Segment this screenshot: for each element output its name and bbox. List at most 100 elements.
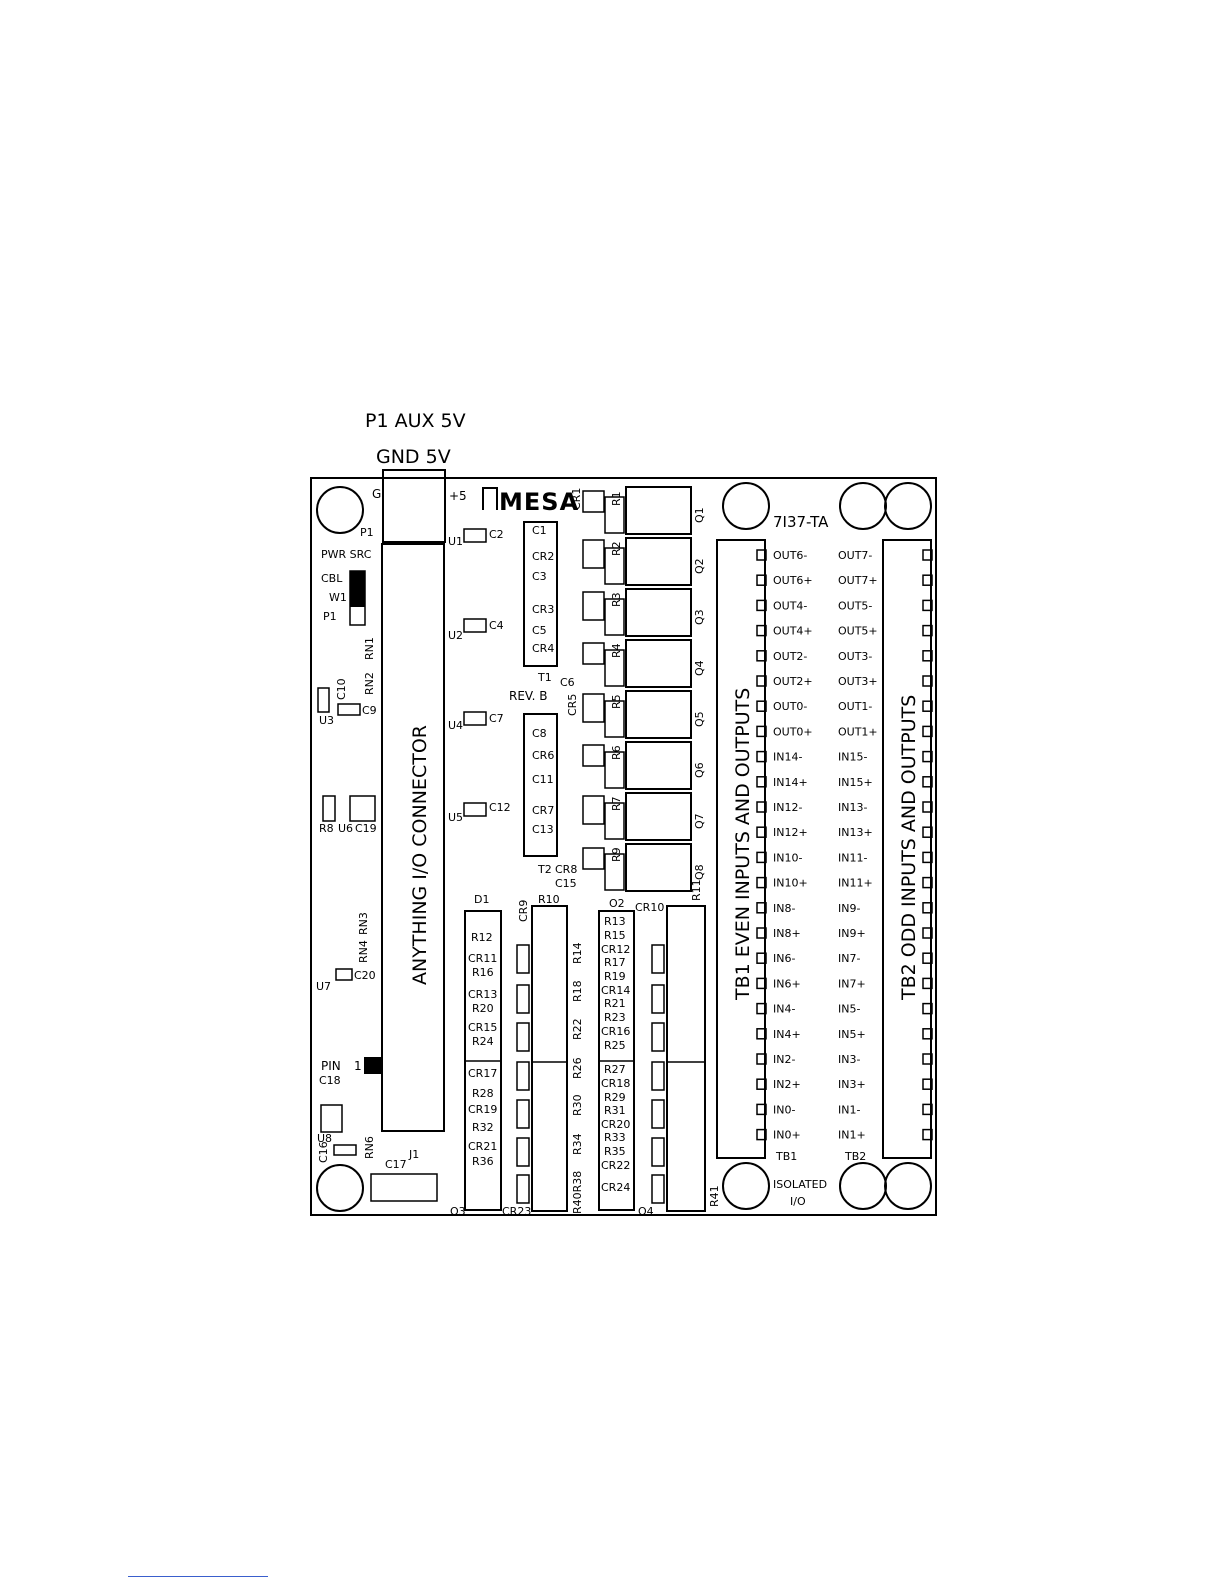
board-model: 7I37-TA [773, 513, 829, 531]
svg-text:Q2: Q2 [693, 558, 706, 574]
io-label: I/O [790, 1195, 806, 1208]
svg-text:CR15: CR15 [468, 1021, 497, 1034]
tb2-pin-pad [922, 927, 933, 939]
svg-text:R11: R11 [690, 879, 703, 901]
tb1-pin-pad [756, 1078, 767, 1090]
svg-text:CR21: CR21 [468, 1140, 497, 1153]
tb2-pin-pad [922, 851, 933, 864]
mounting-hole [839, 1162, 887, 1210]
svg-text:R31: R31 [604, 1104, 626, 1117]
tb1-pin-list: OUT6-OUT6+OUT4-OUT4+OUT2-OUT2+OUT0-OUT0+… [756, 549, 813, 1142]
p1-connector [382, 469, 446, 543]
tb2-pin-label: IN3- [838, 1053, 860, 1066]
svg-text:C15: C15 [555, 877, 577, 890]
svg-text:C5: C5 [532, 624, 547, 637]
svg-text:CR5: CR5 [566, 694, 579, 716]
tb1-pin-pad [756, 952, 767, 964]
svg-text:CR7: CR7 [532, 804, 554, 817]
svg-text:U4: U4 [448, 719, 463, 732]
tb1-pin-label: IN14- [773, 751, 802, 764]
tb1-pin-pad [756, 1053, 767, 1065]
svg-text:R20: R20 [472, 1002, 494, 1015]
svg-text:R1: R1 [610, 491, 623, 506]
tb1-pin-pad [756, 574, 767, 586]
transformers: C1 CR2 C3 CR3 C5 CR4 T1 C6 CR5 C8 CR6 C1… [523, 488, 583, 890]
tb1-pin-label: OUT4- [773, 599, 807, 612]
svg-text:R15: R15 [604, 929, 626, 942]
tb2-pin-pad [922, 1128, 933, 1141]
tb1-pin-pad [756, 801, 767, 813]
regulators: U1 C2 U2 C4 U4 C7 U5 C12 [448, 528, 511, 824]
svg-text:C9: C9 [362, 704, 377, 717]
tb1-pin-pad [756, 599, 767, 612]
svg-text:C10: C10 [335, 678, 348, 700]
svg-text:R8: R8 [319, 822, 334, 835]
tb2-pin-label: IN15+ [838, 776, 873, 789]
svg-text:U8: U8 [317, 1132, 332, 1145]
svg-text:R14: R14 [571, 942, 584, 964]
svg-text:R32: R32 [472, 1121, 494, 1134]
aux-power-title: P1 AUX 5V [365, 410, 466, 432]
tb1-pin-pad [756, 1128, 767, 1141]
svg-text:CR1: CR1 [570, 488, 583, 510]
svg-text:R25: R25 [604, 1039, 626, 1052]
left-parts: RN1 RN2 RN3 RN4 RN6 C10 C9 U3 R8 U6 C19 … [316, 637, 438, 1202]
svg-text:CR20: CR20 [601, 1118, 630, 1131]
tb1-pin-pad [756, 725, 767, 738]
svg-text:CR10: CR10 [635, 901, 664, 914]
tb2-pin-pad [922, 700, 933, 712]
tb2-pin-pad [922, 725, 933, 738]
isolated-label: ISOLATED [773, 1178, 827, 1191]
svg-text:Q5: Q5 [693, 711, 706, 727]
mounting-hole [884, 1162, 932, 1210]
svg-text:CR9: CR9 [517, 900, 530, 922]
svg-text:R28: R28 [472, 1087, 494, 1100]
tb2-pin-label: IN5+ [838, 1028, 866, 1041]
svg-text:C19: C19 [355, 822, 377, 835]
svg-text:R27: R27 [604, 1063, 626, 1076]
pin1-label: PIN [321, 1059, 341, 1073]
tb1-pin-pad [756, 675, 767, 687]
tb1-pin-label: OUT0- [773, 700, 807, 713]
svg-text:R21: R21 [604, 997, 626, 1010]
svg-text:Q6: Q6 [693, 762, 706, 778]
svg-text:D1: D1 [474, 893, 489, 906]
svg-text:CR17: CR17 [468, 1067, 497, 1080]
tb1-pin-pad [756, 876, 767, 889]
tb1-pin-label: OUT4+ [773, 625, 813, 638]
mounting-hole [316, 486, 364, 534]
tb1-pin-pad [756, 650, 767, 662]
svg-text:CR12: CR12 [601, 943, 630, 956]
input-section: D1 R12 CR11 R16 CR13 R20 CR15 R24 CR17 R… [450, 893, 721, 1218]
svg-text:CR18: CR18 [601, 1077, 630, 1090]
svg-text:C12: C12 [489, 801, 511, 814]
svg-text:C8: C8 [532, 727, 547, 740]
svg-text:R41: R41 [708, 1185, 721, 1207]
svg-text:Q1: Q1 [693, 507, 706, 523]
tb2-pin-label: IN3+ [838, 1078, 866, 1091]
svg-text:R17: R17 [604, 956, 626, 969]
tb1-pin-pad [756, 750, 767, 763]
tb1-pin-label: OUT6+ [773, 574, 813, 587]
svg-text:RN6: RN6 [363, 1136, 376, 1159]
tb2-pin-pad [922, 776, 933, 788]
tb1-pin-label: IN2- [773, 1053, 795, 1066]
svg-text:R23: R23 [604, 1011, 626, 1024]
pwr-src-label: PWR SRC [321, 548, 372, 561]
tb2-pin-pad [922, 1078, 933, 1090]
tb1-pin-label: IN2+ [773, 1078, 801, 1091]
tb1-pin-pad [756, 927, 767, 939]
mounting-hole [722, 1162, 770, 1210]
svg-text:R40R38: R40R38 [571, 1171, 584, 1214]
tb1-label: TB1 [775, 1150, 797, 1163]
svg-text:C7: C7 [489, 712, 504, 725]
svg-text:R34: R34 [571, 1133, 584, 1155]
tb2-pin-pad [922, 826, 933, 838]
tb1-vertical-label: TB1 EVEN INPUTS AND OUTPUTS [732, 688, 754, 1001]
tb2-pin-label: OUT7+ [838, 574, 878, 587]
tb1-pin-label: OUT0+ [773, 725, 813, 738]
tb2-pin-label: OUT3+ [838, 675, 878, 688]
svg-text:C6: C6 [560, 676, 575, 689]
tb2-pin-pad [922, 801, 933, 813]
